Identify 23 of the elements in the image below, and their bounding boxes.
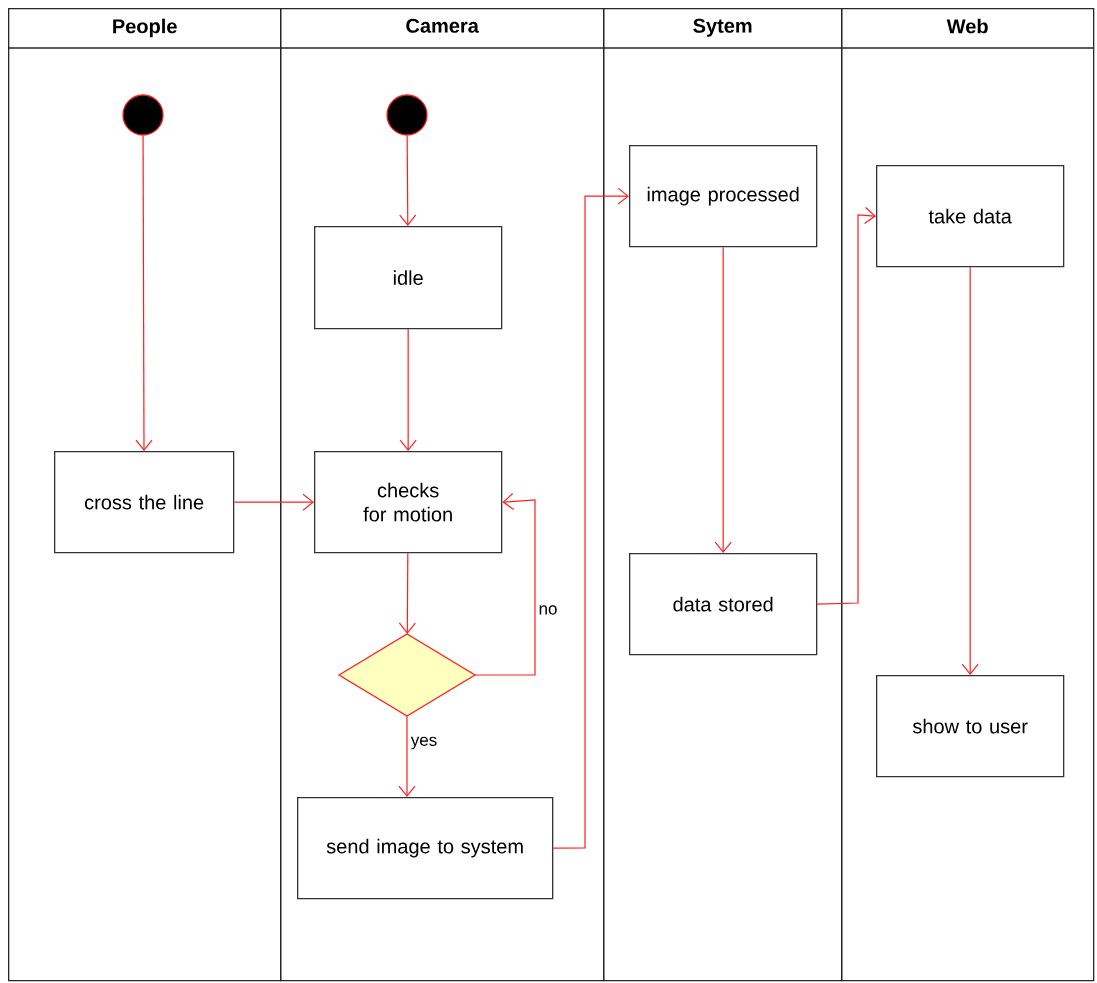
activity-box: idle [314, 226, 503, 330]
start-dot [386, 94, 428, 136]
arrow [399, 135, 417, 226]
edge-label: no [537, 604, 559, 616]
arrow [233, 493, 314, 511]
arrow [398, 552, 416, 634]
activity-box: checks for motion [314, 451, 503, 554]
arrow [552, 187, 629, 849]
arrow [474, 492, 536, 676]
arrow [399, 328, 417, 451]
start-dot [122, 94, 164, 136]
arrow [816, 206, 876, 605]
edge-label: yes [409, 735, 439, 751]
activity-box: cross the line [54, 451, 235, 554]
activity-box: take data [876, 165, 1065, 268]
activity-box: image processed [629, 145, 818, 248]
activity-box: data stored [629, 553, 818, 656]
activity-box: show to user [876, 675, 1065, 778]
arrow [714, 246, 732, 553]
activity-box: send image to system [297, 797, 554, 900]
arrow [135, 135, 153, 451]
arrow [961, 266, 979, 675]
arrow [398, 715, 416, 797]
